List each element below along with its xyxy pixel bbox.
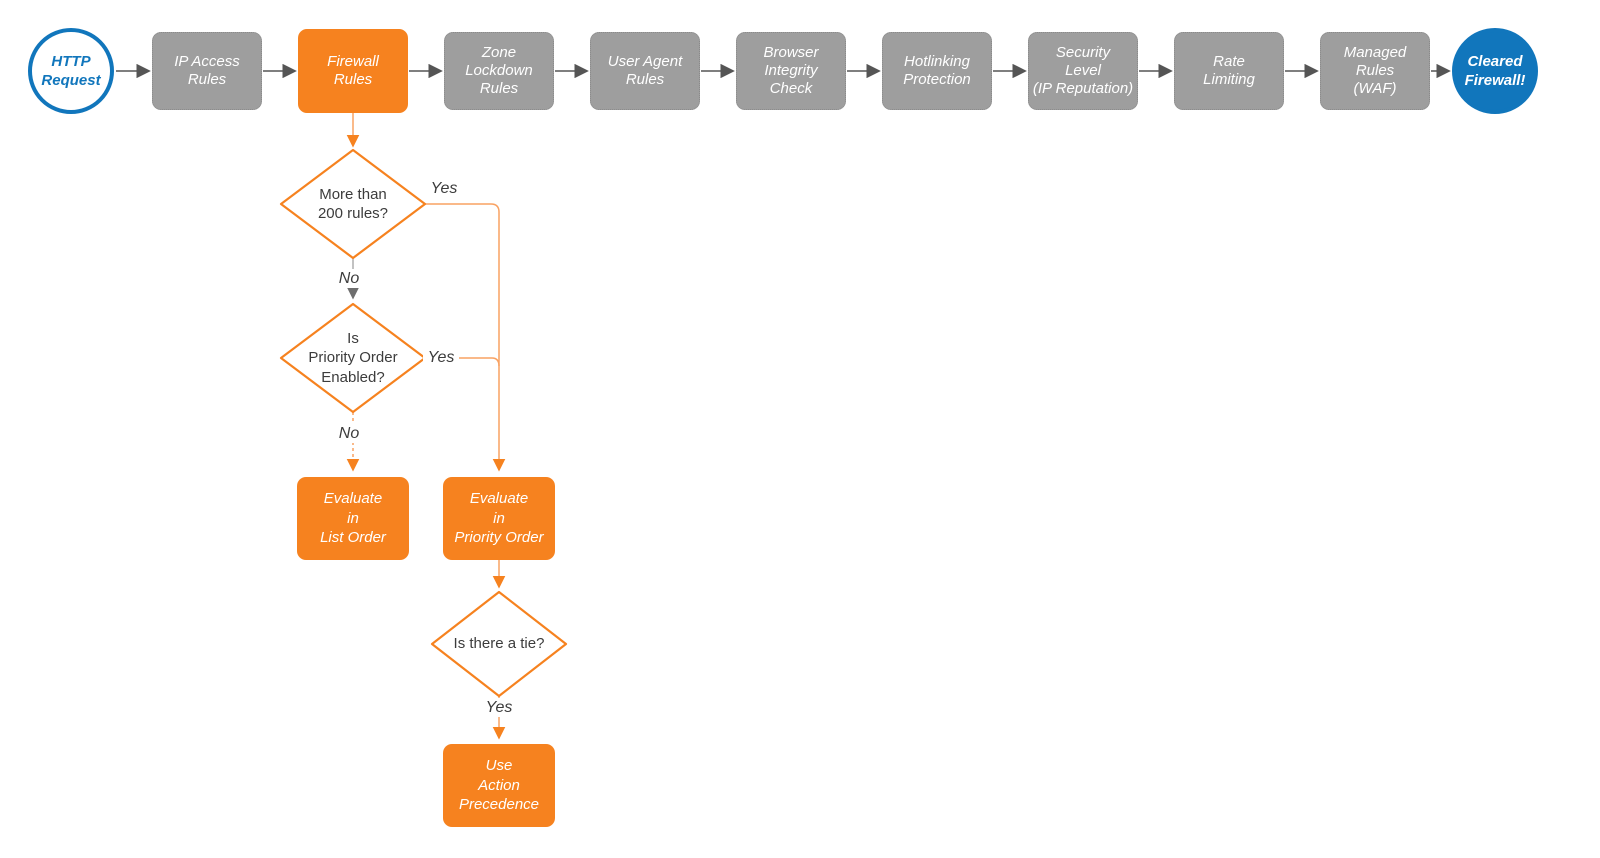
node-firewall-rules-label: Firewall Rules (327, 52, 379, 88)
node-user-agent-rules: User Agent Rules (590, 32, 700, 110)
decision-more-than-200-rules-label: More than 200 rules? (317, 185, 389, 222)
edge-decision-2-yes (425, 357, 500, 367)
node-managed-rules-waf-label: Managed Rules (WAF) (1343, 43, 1407, 98)
node-browser-integrity-check: Browser Integrity Check (736, 32, 846, 110)
node-ip-access-rules: IP Access Rules (152, 32, 262, 110)
edge-label-decision-2-yes: Yes (423, 348, 459, 368)
node-hotlinking-protection-label: Hotlinking Protection (903, 52, 971, 88)
edge-decision-1-yes (425, 203, 506, 472)
decision-more-than-200-rules-shape (279, 148, 427, 260)
decision-priority-order-enabled-shape (279, 302, 427, 414)
node-browser-integrity-check-label: Browser Integrity Check (763, 43, 819, 98)
node-ip-access-rules-label: IP Access Rules (174, 52, 240, 88)
node-use-action-precedence-label: Use Action Precedence (458, 757, 540, 814)
decision-priority-order-enabled-label: Is Priority Order Enabled? (308, 330, 398, 386)
node-hotlinking-protection: Hotlinking Protection (882, 32, 992, 110)
node-use-action-precedence: Use Action Precedence (443, 744, 555, 827)
edge-label-decision-1-no: No (331, 269, 367, 289)
edge-label-decision-1-yes: Yes (430, 180, 458, 197)
node-zone-lockdown-rules: Zone Lockdown Rules (444, 32, 554, 110)
decision-is-there-a-tie-label: Is there a tie? (453, 635, 545, 653)
node-cleared-firewall: Cleared Firewall! (1452, 28, 1538, 114)
node-security-level-label: Security Level (IP Reputation) (1032, 43, 1134, 98)
node-cleared-firewall-label: Cleared Firewall! (1464, 52, 1526, 90)
edge-label-decision-2-no: No (331, 424, 367, 444)
node-user-agent-rules-label: User Agent Rules (607, 52, 683, 88)
node-rate-limiting: Rate Limiting (1174, 32, 1284, 110)
node-http-request: HTTP Request (28, 28, 114, 114)
node-evaluate-in-priority-order: Evaluate in Priority Order (443, 477, 555, 560)
node-evaluate-in-priority-order-label: Evaluate in Priority Order (454, 490, 544, 547)
decision-is-there-a-tie-shape (430, 590, 568, 698)
node-firewall-rules: Firewall Rules (298, 29, 408, 113)
node-security-level: Security Level (IP Reputation) (1028, 32, 1138, 110)
node-managed-rules-waf: Managed Rules (WAF) (1320, 32, 1430, 110)
node-rate-limiting-label: Rate Limiting (1203, 52, 1255, 88)
edge-label-decision-3-yes: Yes (481, 698, 517, 718)
node-evaluate-in-list-order: Evaluate in List Order (297, 477, 409, 560)
node-http-request-label: HTTP Request (41, 52, 101, 90)
node-zone-lockdown-rules-label: Zone Lockdown Rules (465, 43, 533, 98)
node-evaluate-in-list-order-label: Evaluate in List Order (320, 490, 386, 547)
